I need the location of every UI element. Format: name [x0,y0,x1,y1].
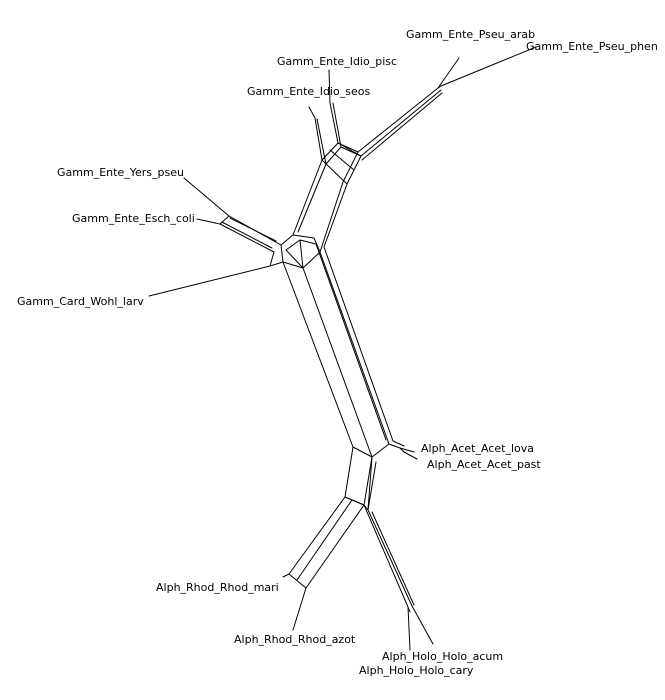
network-edge-holo-acum-edge [411,605,434,645]
network-edge-pseu-phen-edge [440,46,537,87]
network-edge-yers-edge [183,177,230,217]
network-edge-wohl-box [269,251,284,267]
network-edge-pseu-arab-edge [437,57,460,89]
network-edge-holo-band-3 [371,511,415,606]
network-edge-esch-edge [196,218,221,225]
network-edges [148,46,537,651]
network-edge-pseu-band-1 [357,85,442,153]
network-edge-wohl-edge [148,265,271,297]
network-edge-pseu-band-3 [361,92,443,161]
taxon-label-pseu-arab: Gamm_Ente_Pseu_arab [406,28,536,41]
network-edge-holo-band-2 [367,509,413,607]
network-edge-rhod-band-2 [296,499,353,581]
network-edge-ente-band-2 [229,217,277,242]
network-edge-acet-past-edge [403,451,418,460]
taxon-label-rhod-azot: Alph_Rhod_Rhod_azot [234,633,356,646]
network-edge-holo-band-1 [363,504,411,613]
network-edge-rhod-azot-edge [292,587,307,631]
taxon-label-pseu-phen: Gamm_Ente_Pseu_phen [526,40,658,53]
taxon-label-acet-lova: Alph_Acet_Acet_lova [421,442,534,455]
network-edge-idio-pisc-edge-2 [332,102,342,148]
network-edge-idio-pisc-edge-1 [328,69,339,144]
network-edge-upper-band-4 [337,142,362,157]
taxon-label-acet-past: Alph_Acet_Acet_past [427,458,541,471]
network-edge-alpha-box-4 [344,496,365,506]
network-edge-rhod-band-1 [288,496,365,589]
network-edge-hub-inner-3 [299,239,304,269]
taxon-label-holo-acum: Alph_Holo_Holo_acum [382,650,504,663]
network-edge-ente-band-1 [219,215,282,253]
network-edge-idio-seos-edge-2 [316,118,327,165]
network-edge-alpha-box-2 [367,456,377,511]
network-edge-acet-lova-edge [399,447,415,453]
network-edge-acet-band-2 [392,440,405,447]
network-edge-rhod-mari-edge [282,573,290,578]
network-edge-ente-band-3 [221,221,273,249]
taxon-label-wohl-larv: Gamm_Card_Wohl_larv [17,295,144,308]
taxon-label-rhod-mari: Alph_Rhod_Rhod_mari [156,581,279,594]
network-edge-long-band-4 [323,246,394,442]
network-edge-upper-band-5 [329,149,355,171]
taxon-label-idio-seos: Gamm_Ente_Idio_seos [247,85,371,98]
network-edge-idio-seos-edge-1 [308,106,323,161]
network-edge-long-band-2 [302,267,373,458]
network-edge-alpha-box-1 [344,446,373,506]
network-edge-pseu-band-2 [360,89,442,157]
taxon-label-esch-coli: Gamm_Ente_Esch_coli [72,212,195,225]
network-edge-hub-inner-2 [285,249,304,269]
network-edge-upper-band-2 [297,146,362,248]
taxon-label-idio-pisc: Gamm_Ente_Idio_pisc [277,55,398,68]
network-edge-holo-cary-edge [407,606,411,651]
taxon-label-yers-pseu: Gamm_Ente_Yers_pseu [57,166,184,179]
taxon-label-holo-cary: Alph_Holo_Holo_cary [359,664,474,677]
network-edge-long-band-5 [315,243,387,441]
network-edge-upper-band-1 [292,142,359,253]
